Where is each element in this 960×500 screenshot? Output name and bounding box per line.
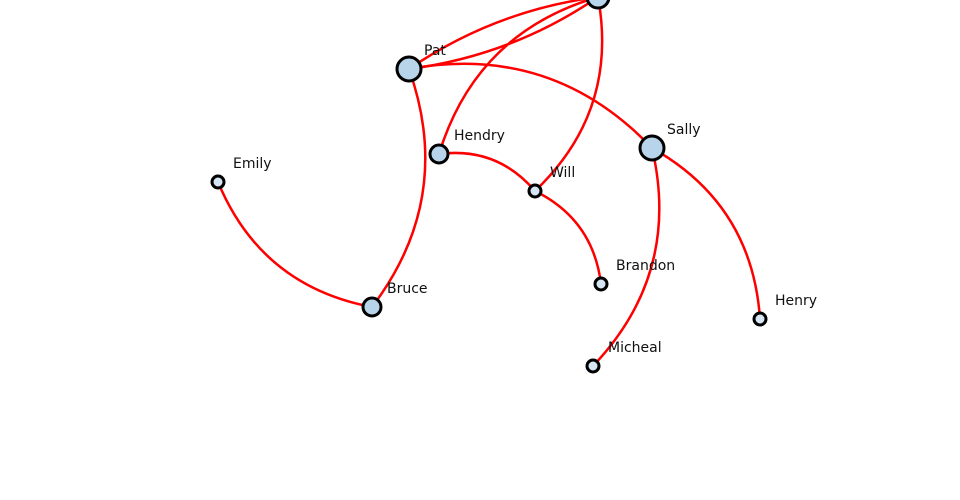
node-circle[interactable]	[752, 311, 768, 327]
node-micheal[interactable]: Micheal	[585, 340, 662, 374]
link-hendry-will	[438, 151, 536, 192]
link-top-pat	[408, 0, 586, 71]
node-top[interactable]	[585, 0, 611, 10]
node-circle[interactable]	[593, 276, 609, 292]
node-circle[interactable]	[585, 0, 611, 10]
link-will-brandon	[534, 189, 603, 285]
link-sally-micheal	[592, 147, 661, 367]
link-will-top	[534, 0, 604, 192]
node-label: Emily	[233, 156, 272, 172]
node-brandon[interactable]: Brandon	[593, 258, 675, 292]
node-label: Sally	[667, 122, 701, 138]
link-hendry-top	[437, 0, 593, 155]
node-emily[interactable]: Emily	[210, 156, 272, 190]
node-label: Pat	[424, 43, 446, 59]
node-pat[interactable]: Pat	[395, 43, 446, 83]
node-circle[interactable]	[395, 55, 423, 83]
node-label: Hendry	[454, 128, 505, 144]
node-will[interactable]: Will	[527, 165, 575, 199]
node-henry[interactable]: Henry	[752, 293, 817, 327]
node-circle[interactable]	[361, 296, 383, 318]
links-layer	[216, 0, 762, 367]
node-hendry[interactable]: Hendry	[428, 128, 505, 165]
node-circle[interactable]	[585, 358, 601, 374]
link-bruce-pat	[371, 68, 427, 308]
link-sally-henry	[651, 146, 762, 320]
link-emily-bruce	[216, 181, 373, 309]
node-label: Henry	[775, 293, 817, 309]
node-label: Bruce	[387, 281, 428, 297]
node-sally[interactable]: Sally	[638, 122, 701, 162]
node-circle[interactable]	[638, 134, 666, 162]
node-label: Micheal	[608, 340, 662, 356]
node-label: Will	[550, 165, 575, 181]
node-label: Brandon	[616, 258, 675, 274]
link-pat-sally	[408, 62, 653, 149]
node-circle[interactable]	[527, 183, 543, 199]
node-circle[interactable]	[210, 174, 226, 190]
node-bruce[interactable]: Bruce	[361, 281, 428, 318]
node-circle[interactable]	[428, 143, 450, 165]
